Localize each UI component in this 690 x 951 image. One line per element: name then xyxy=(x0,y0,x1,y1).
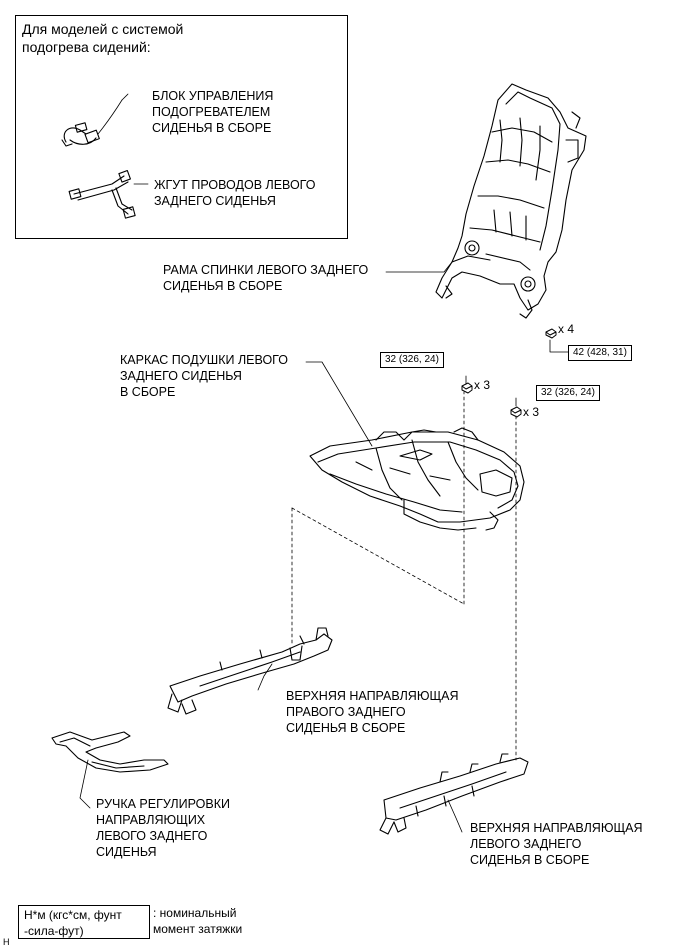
adjust-handle-line3: ЛЕВОГО ЗАДНЕГО xyxy=(96,829,208,843)
heater-control-line3: СИДЕНЬЯ В СБОРЕ xyxy=(152,121,272,135)
heater-control-unit-drawing xyxy=(61,93,129,147)
inset-title-line2: подогрева сидений: xyxy=(22,39,151,55)
heater-models-inset xyxy=(15,15,348,239)
torque-unit-legend: Н*м (кгс*см, фунт -сила-фут) xyxy=(18,905,150,939)
legend-unit-line1: Н*м (кгс*см, фунт xyxy=(24,908,122,922)
heater-control-line2: ПОДОГРЕВАТЕЛЕМ xyxy=(152,105,271,119)
dashed-guides xyxy=(291,391,517,761)
inset-title-line1: Для моделей с системой xyxy=(22,21,184,37)
heater-control-line1: БЛОК УПРАВЛЕНИЯ xyxy=(152,89,274,103)
seatback-frame-line2: СИДЕНЬЯ В СБОРЕ xyxy=(163,279,283,293)
legend-desc-line1: : номинальный xyxy=(153,906,237,920)
torque-cushion-right: 32 (326, 24) xyxy=(536,385,600,401)
heater-control-label: БЛОК УПРАВЛЕНИЯ ПОДОГРЕВАТЕЛЕМ СИДЕНЬЯ В… xyxy=(152,88,273,136)
qty-seatback-bolts: x 4 xyxy=(558,322,575,336)
wire-harness-drawing xyxy=(68,169,149,219)
adjust-handle-label: РУЧКА РЕГУЛИРОВКИ НАПРАВЛЯЮЩИХ ЛЕВОГО ЗА… xyxy=(96,796,230,860)
torque-seatback-bolts: 42 (428, 31) xyxy=(568,345,632,361)
torque-cushion-left: 32 (326, 24) xyxy=(380,352,444,368)
cushion-frame-drawing xyxy=(309,427,525,531)
inset-title: Для моделей с системой подогрева сидений… xyxy=(22,20,183,56)
legend-unit-line2: -сила-фут) xyxy=(24,924,84,938)
qty-cushion-right: x 3 xyxy=(523,405,540,419)
right-upper-rail-line2: ПРАВОГО ЗАДНЕГО xyxy=(286,705,406,719)
seatback-frame-line1: РАМА СПИНКИ ЛЕВОГО ЗАДНЕГО xyxy=(163,263,369,277)
cushion-frame-label: КАРКАС ПОДУШКИ ЛЕВОГО ЗАДНЕГО СИДЕНЬЯ В … xyxy=(120,352,288,400)
cushion-frame-line1: КАРКАС ПОДУШКИ ЛЕВОГО xyxy=(120,353,288,367)
left-upper-rail-label: ВЕРХНЯЯ НАПРАВЛЯЮЩАЯ ЛЕВОГО ЗАДНЕГО СИДЕ… xyxy=(470,820,643,868)
seatback-frame-drawing xyxy=(435,83,587,319)
left-upper-rail-line3: СИДЕНЬЯ В СБОРЕ xyxy=(470,853,590,867)
right-upper-rail-drawing xyxy=(167,627,333,715)
legend-desc-line2: момент затяжки xyxy=(153,922,243,936)
left-upper-rail-drawing xyxy=(379,753,529,835)
cushion-frame-line3: В СБОРЕ xyxy=(120,385,176,399)
bolt-icons xyxy=(461,328,557,418)
right-upper-rail-line3: СИДЕНЬЯ В СБОРЕ xyxy=(286,721,406,735)
adjust-handle-line2: НАПРАВЛЯЮЩИХ xyxy=(96,813,206,827)
adjust-handle-line1: РУЧКА РЕГУЛИРОВКИ xyxy=(96,797,230,811)
left-upper-rail-line1: ВЕРХНЯЯ НАПРАВЛЯЮЩАЯ xyxy=(470,821,643,835)
corner-code: H xyxy=(3,937,10,947)
right-upper-rail-label: ВЕРХНЯЯ НАПРАВЛЯЮЩАЯ ПРАВОГО ЗАДНЕГО СИД… xyxy=(286,688,459,736)
seatback-frame-label: РАМА СПИНКИ ЛЕВОГО ЗАДНЕГО СИДЕНЬЯ В СБО… xyxy=(163,262,368,294)
left-upper-rail-line2: ЛЕВОГО ЗАДНЕГО xyxy=(470,837,582,851)
leader-lines xyxy=(79,261,569,833)
legend-description: : номинальный момент затяжки xyxy=(153,905,242,937)
adjust-handle-drawing xyxy=(51,731,169,773)
right-upper-rail-line1: ВЕРХНЯЯ НАПРАВЛЯЮЩАЯ xyxy=(286,689,459,703)
wire-harness-line2: ЗАДНЕГО СИДЕНЬЯ xyxy=(154,194,276,208)
wire-harness-line1: ЖГУТ ПРОВОДОВ ЛЕВОГО xyxy=(154,178,316,192)
cushion-frame-line2: ЗАДНЕГО СИДЕНЬЯ xyxy=(120,369,242,383)
qty-cushion-left: x 3 xyxy=(474,378,491,392)
wire-harness-label: ЖГУТ ПРОВОДОВ ЛЕВОГО ЗАДНЕГО СИДЕНЬЯ xyxy=(154,177,315,209)
adjust-handle-line4: СИДЕНЬЯ xyxy=(96,845,157,859)
